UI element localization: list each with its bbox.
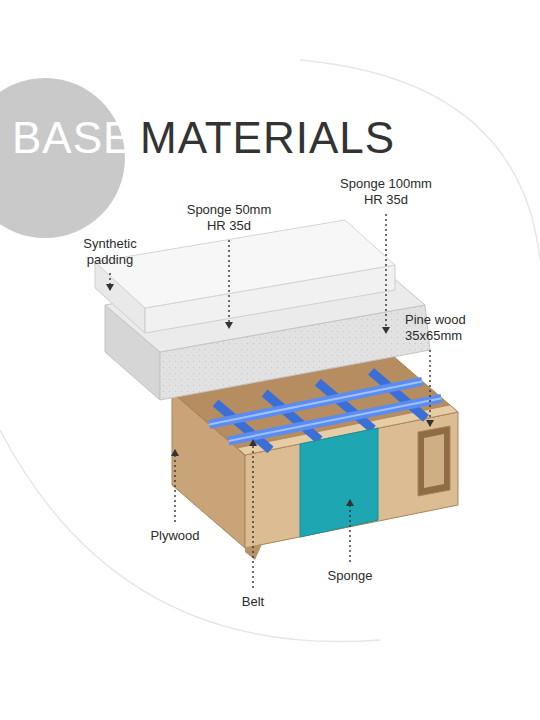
- leader-line: [385, 214, 386, 333]
- part-label: Sponge 100mm HR 35d: [338, 176, 434, 207]
- frame-opening-inner: [424, 434, 444, 488]
- part-label: Synthetic padding: [70, 236, 150, 267]
- leader-line: [228, 240, 229, 328]
- part-label: Plywood: [145, 528, 205, 544]
- belt: [229, 398, 442, 441]
- part-label: Belt: [233, 594, 273, 610]
- belt: [209, 381, 422, 424]
- part-label: Sponge 50mm HR 35d: [183, 202, 275, 233]
- frame-opening: [418, 426, 450, 496]
- leader-line: [109, 273, 110, 290]
- part-label: Sponge: [320, 568, 380, 584]
- belt-stripe: [229, 398, 442, 441]
- leader-line: [252, 440, 253, 588]
- part-label: Pine wood 35x65mm: [405, 312, 495, 343]
- title-word: BASE: [12, 114, 142, 162]
- sponge-panel: [300, 428, 378, 537]
- synthetic-padding: [95, 220, 395, 333]
- title-word: MATERIALS: [140, 114, 440, 162]
- padding-top: [95, 220, 395, 308]
- leader-lines: [110, 214, 430, 588]
- leader-line: [429, 350, 430, 426]
- belt-stripe: [209, 381, 422, 424]
- background: [0, 60, 540, 642]
- leader-line: [174, 450, 175, 522]
- leader-line: [349, 500, 350, 562]
